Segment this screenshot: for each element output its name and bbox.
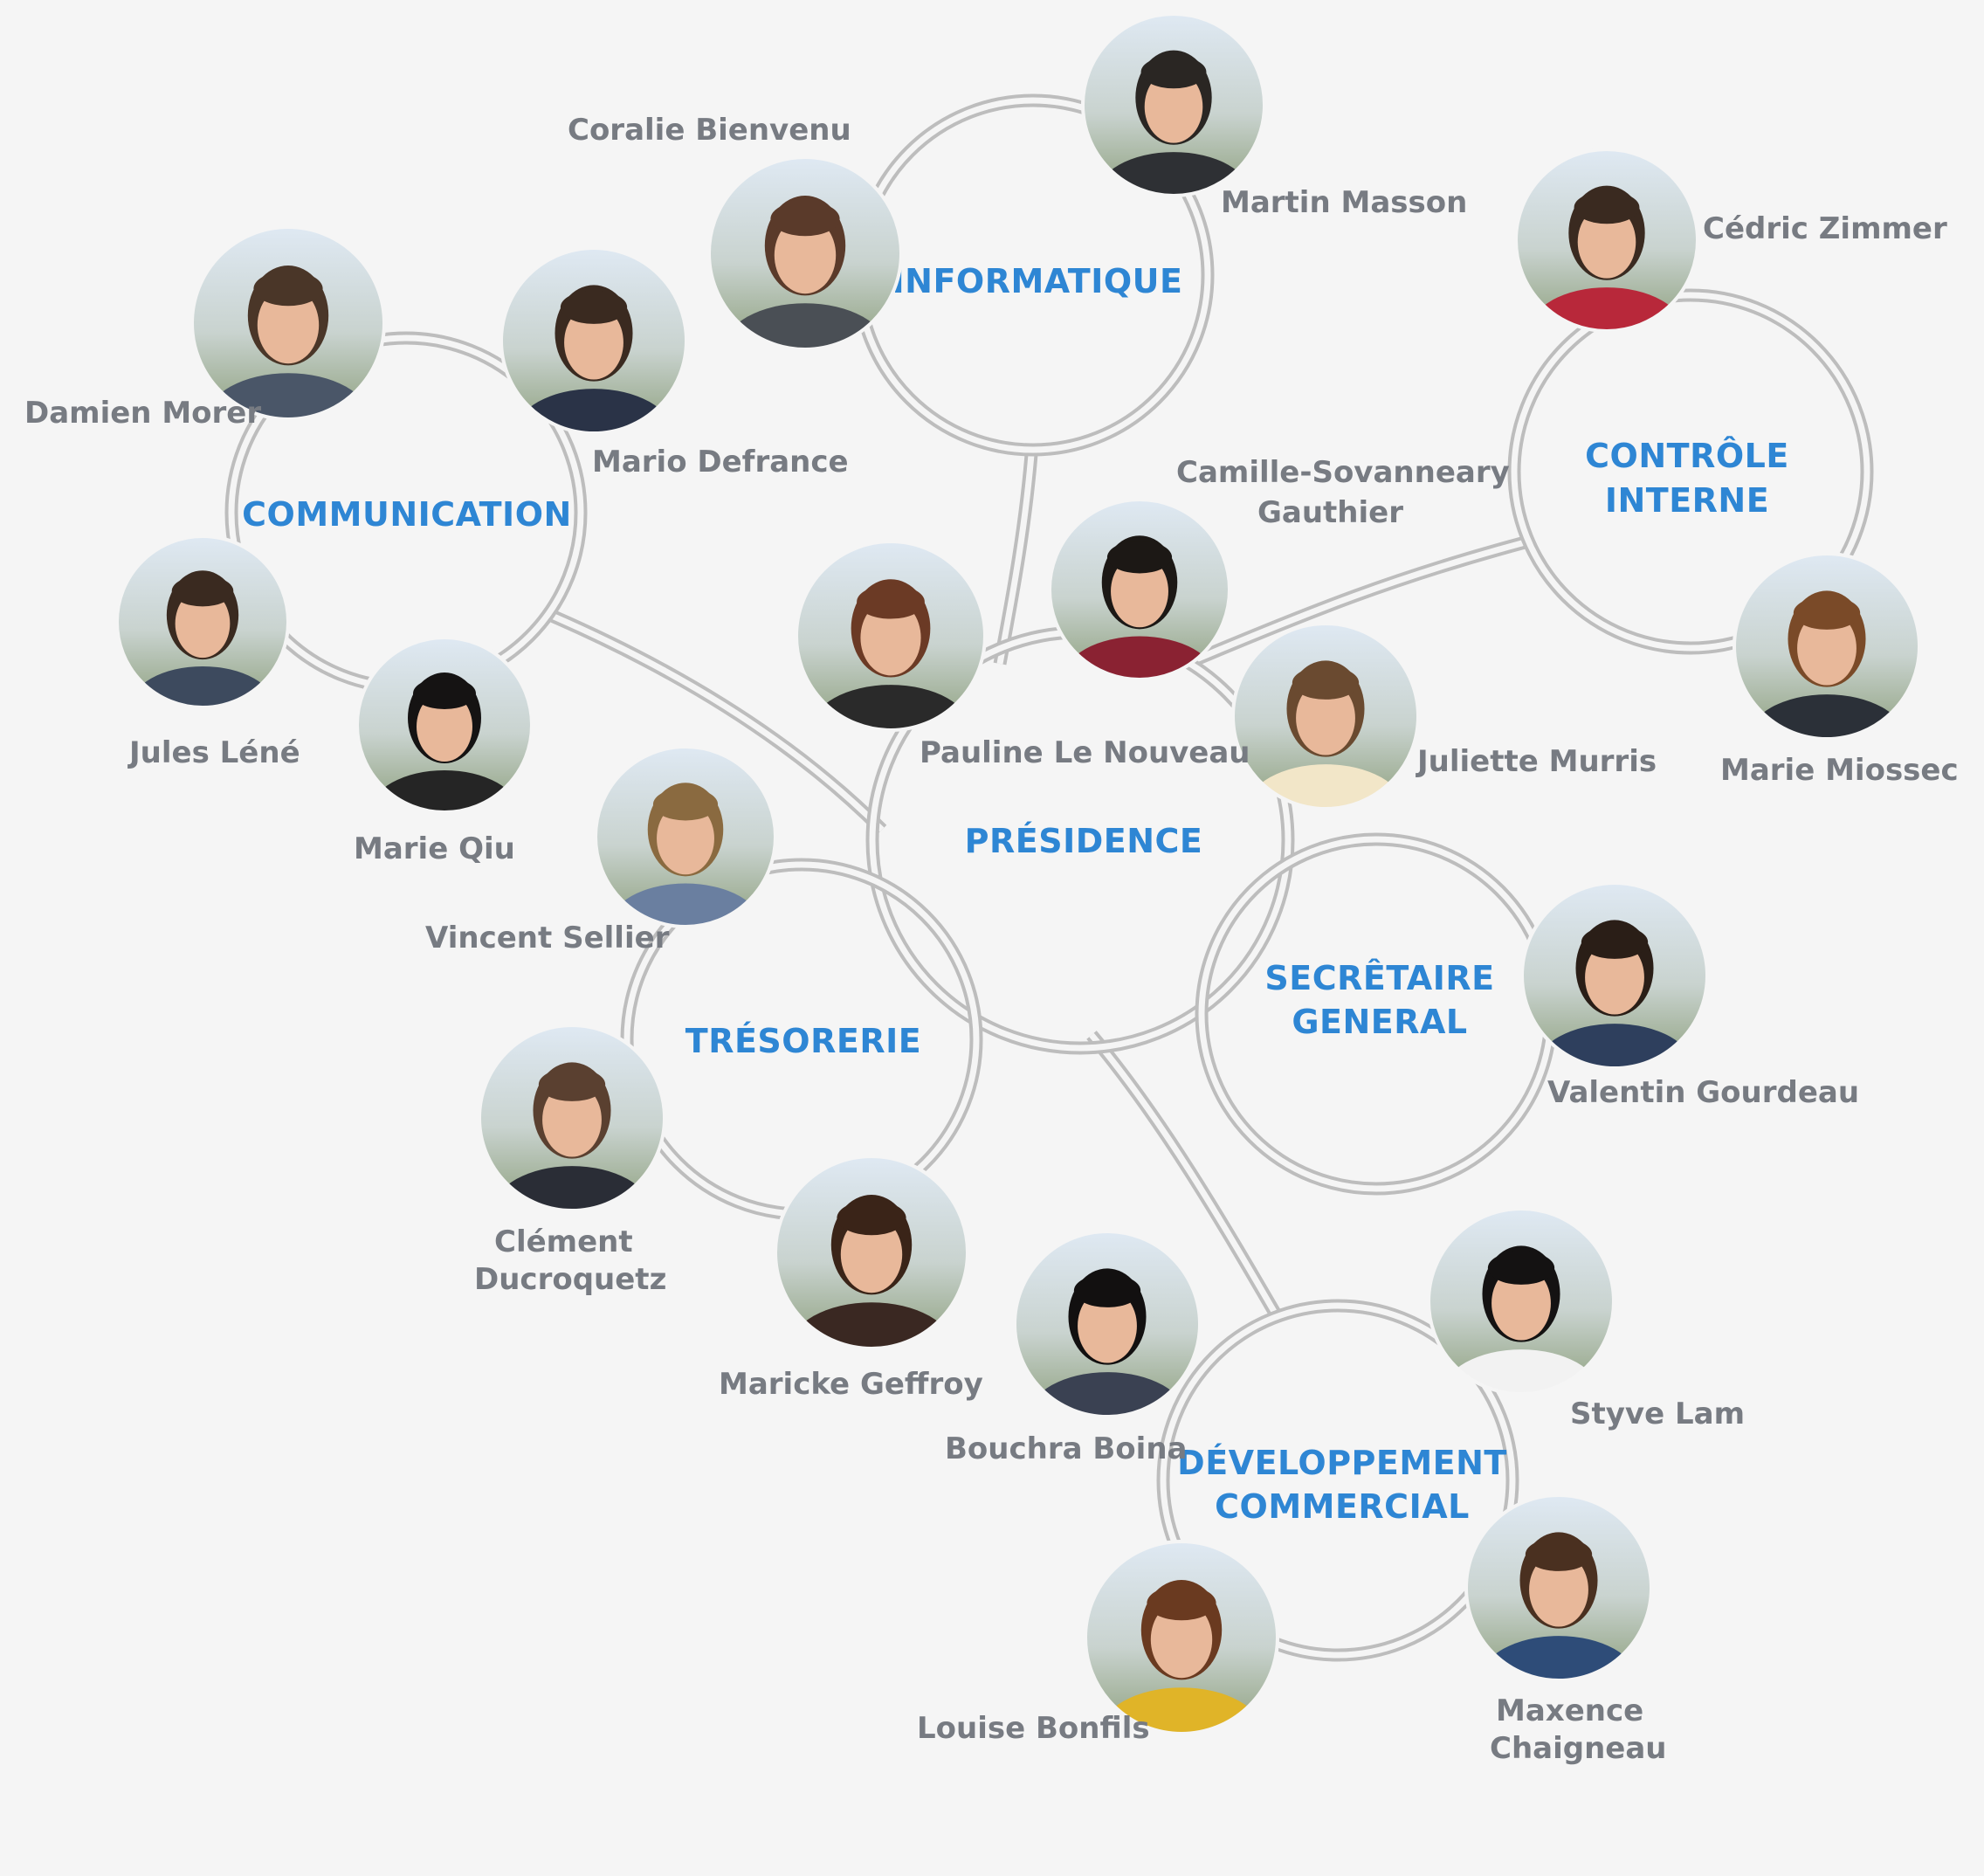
name-camille-line2: Gauthier	[1257, 495, 1403, 530]
photo-martin	[1081, 12, 1266, 197]
name-cedric: Cédric Zimmer	[1703, 211, 1947, 246]
name-clement-line2: Ducroquetz	[474, 1262, 666, 1297]
photo-pauline	[795, 540, 987, 732]
name-vincent: Vincent Sellier	[425, 921, 670, 955]
photo-juliette	[1231, 622, 1420, 810]
name-jules: Jules Léné	[127, 735, 300, 770]
name-maxence-line1: Maxence	[1496, 1693, 1643, 1728]
name-martin: Martin Masson	[1221, 185, 1467, 220]
dept-tresorerie: TRÉSORERIE	[685, 1022, 921, 1060]
dept-controle-line2: INTERNE	[1605, 481, 1769, 520]
name-maxence-line2: Chaigneau	[1490, 1731, 1667, 1766]
name-clement-line1: Clément	[494, 1224, 633, 1259]
name-juliette: Juliette Murris	[1416, 744, 1657, 779]
name-pauline: Pauline Le Nouveau	[920, 735, 1250, 770]
dept-developpement-line2: COMMERCIAL	[1215, 1487, 1470, 1526]
name-marie-qiu: Marie Qiu	[354, 831, 515, 866]
name-louise: Louise Bonfils	[917, 1711, 1150, 1746]
photo-mario	[499, 246, 688, 435]
photo-coralie	[707, 155, 903, 351]
member-names: Coralie Bienvenu Martin Masson Cédric Zi…	[24, 113, 1959, 1766]
photo-marie-miossec	[1733, 552, 1921, 741]
department-labels: INFORMATIQUE COMMUNICATION CONTRÔLE INTE…	[242, 262, 1789, 1526]
name-bouchra: Bouchra Boina	[945, 1431, 1187, 1466]
photo-maxence	[1464, 1493, 1653, 1682]
name-styve: Styve Lam	[1570, 1397, 1745, 1431]
photo-marie-qiu	[355, 636, 534, 814]
photo-clement	[478, 1024, 666, 1212]
name-marie-miossec: Marie Miossec	[1720, 753, 1959, 788]
photo-cedric	[1514, 148, 1699, 333]
name-coralie: Coralie Bienvenu	[568, 113, 851, 148]
dept-presidence: PRÉSIDENCE	[965, 822, 1203, 860]
photo-vincent	[594, 745, 777, 928]
dept-developpement-line1: DÉVELOPPEMENT	[1177, 1444, 1507, 1482]
dept-communication: COMMUNICATION	[242, 495, 572, 534]
name-camille-line1: Camille-Sovanneary	[1176, 455, 1510, 490]
photo-camille	[1048, 498, 1231, 681]
dept-secretaire-line1: SECRÊTAIRE	[1264, 959, 1494, 997]
name-damien: Damien Morer	[24, 396, 261, 431]
dept-informatique: INFORMATIQUE	[892, 262, 1183, 300]
connectors	[224, 93, 1874, 1662]
photo-bouchra	[1013, 1230, 1202, 1418]
dept-secretaire-line2: GENERAL	[1292, 1003, 1467, 1041]
photo-styve	[1427, 1207, 1615, 1396]
name-mario: Mario Defrance	[592, 445, 849, 479]
photo-damien	[190, 225, 386, 421]
name-maricke: Maricke Geffroy	[719, 1367, 983, 1402]
photo-maricke	[774, 1155, 969, 1350]
member-photos	[115, 12, 1921, 1735]
dept-controle-line1: CONTRÔLE	[1585, 437, 1789, 475]
name-valentin: Valentin Gourdeau	[1547, 1075, 1859, 1110]
photo-jules	[115, 535, 290, 709]
photo-louise	[1084, 1540, 1279, 1735]
photo-valentin	[1520, 881, 1709, 1070]
